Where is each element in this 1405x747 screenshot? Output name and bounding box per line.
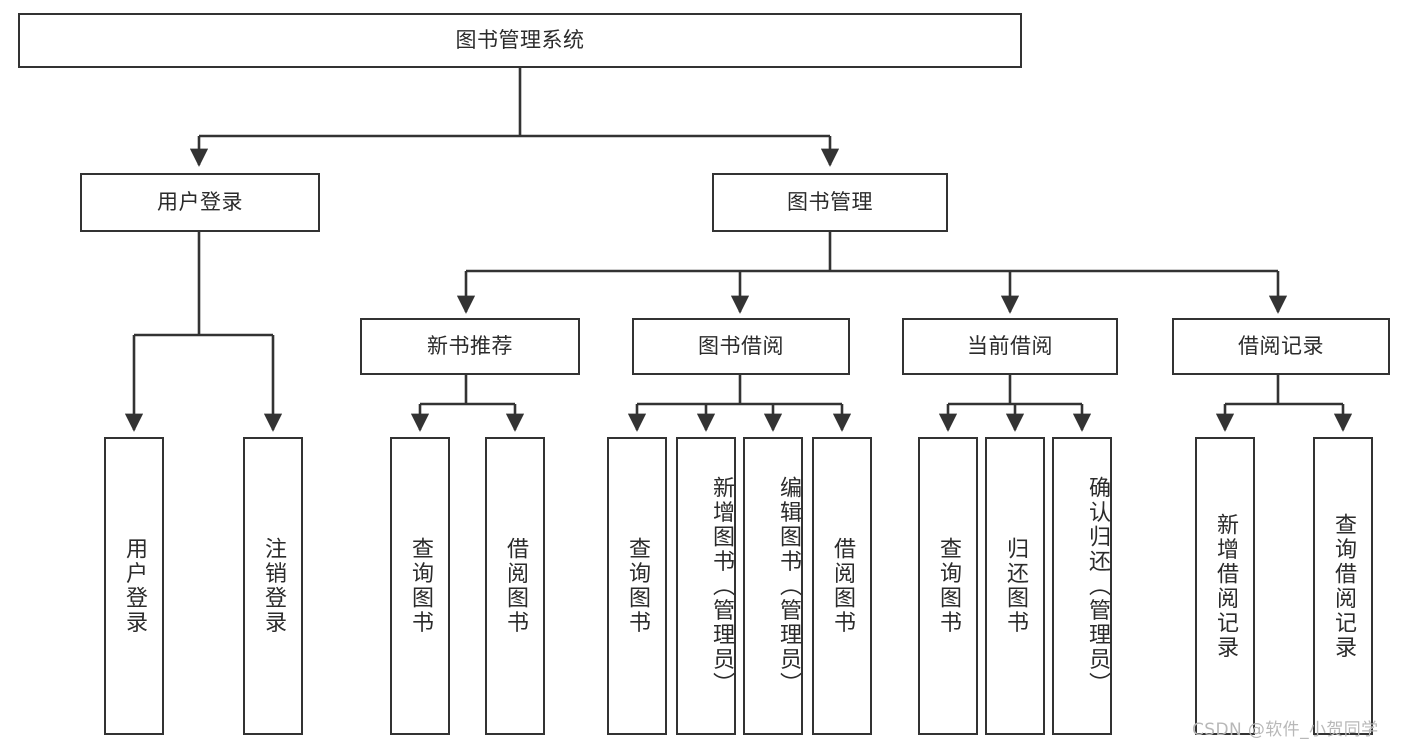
- leaf-edit-book-admin[interactable]: 编辑图书（管理员）: [743, 437, 803, 735]
- leaf-query-book-recommend[interactable]: 查询图书: [390, 437, 450, 735]
- leaf-return-book[interactable]: 归还图书: [985, 437, 1045, 735]
- leaf-borrow-book[interactable]: 借阅图书: [812, 437, 872, 735]
- leaf-add-book-admin[interactable]: 新增图书（管理员）: [676, 437, 736, 735]
- leaf-query-book-borrow[interactable]: 查询图书: [607, 437, 667, 735]
- node-book-management[interactable]: 图书管理: [712, 173, 948, 232]
- node-root-book-management-system[interactable]: 图书管理系统: [18, 13, 1022, 68]
- leaf-confirm-return-admin[interactable]: 确认归还（管理员）: [1052, 437, 1112, 735]
- leaf-user-login[interactable]: 用户登录: [104, 437, 164, 735]
- leaf-query-book-current[interactable]: 查询图书: [918, 437, 978, 735]
- leaf-add-borrow-record[interactable]: 新增借阅记录: [1195, 437, 1255, 735]
- node-new-book-recommendation[interactable]: 新书推荐: [360, 318, 580, 375]
- node-borrow-record[interactable]: 借阅记录: [1172, 318, 1390, 375]
- node-book-borrow[interactable]: 图书借阅: [632, 318, 850, 375]
- node-current-borrow[interactable]: 当前借阅: [902, 318, 1118, 375]
- node-user-login[interactable]: 用户登录: [80, 173, 320, 232]
- leaf-query-borrow-record[interactable]: 查询借阅记录: [1313, 437, 1373, 735]
- csdn-watermark: CSDN @软件_小贺同学: [1192, 720, 1379, 740]
- leaf-logout[interactable]: 注销登录: [243, 437, 303, 735]
- leaf-borrow-book-recommend[interactable]: 借阅图书: [485, 437, 545, 735]
